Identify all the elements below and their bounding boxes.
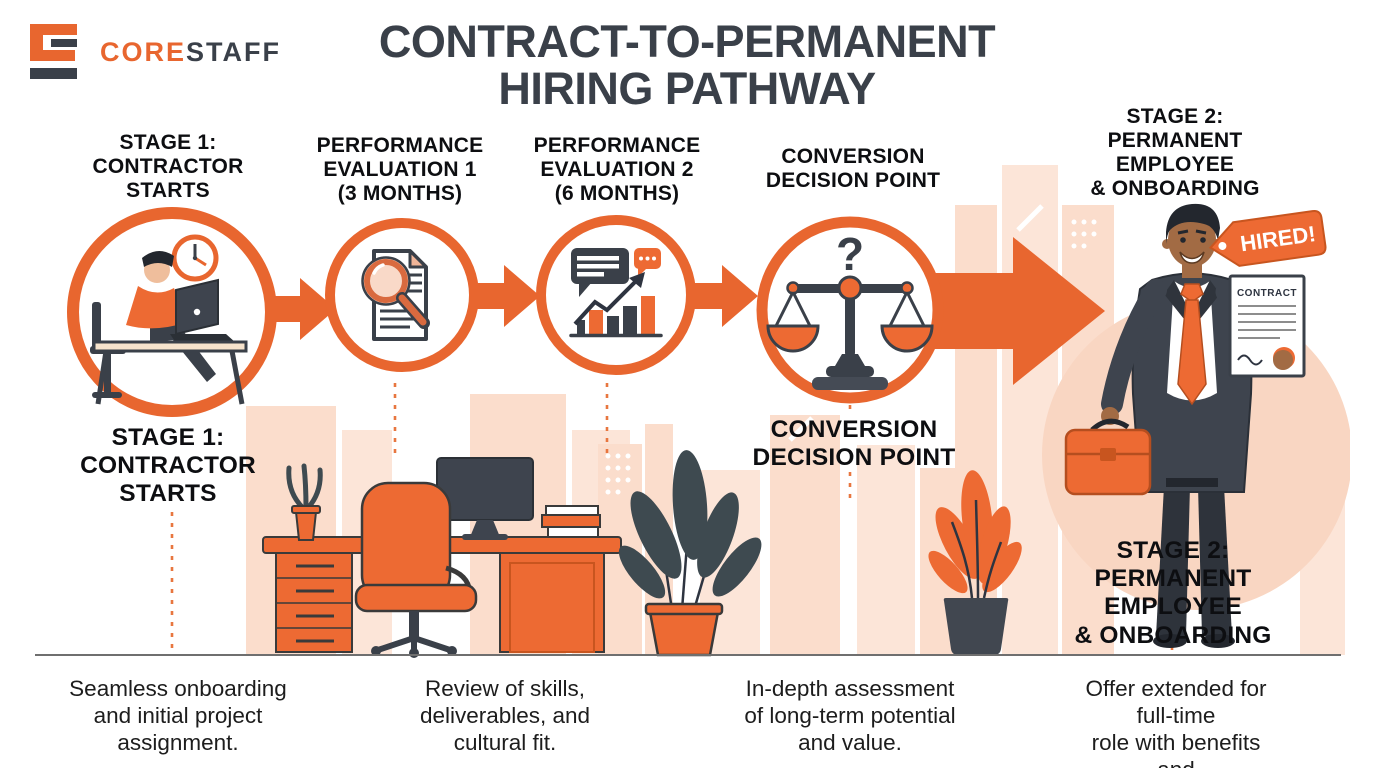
document-magnifier-icon [325, 218, 479, 372]
contractor-at-desk-icon [67, 207, 277, 417]
conversion-mid-label: CONVERSION DECISION POINT [752, 416, 956, 472]
conversion-description: In-depth assessment of long-term potenti… [744, 676, 956, 755]
flow-arrow-icon [694, 265, 758, 327]
stage1-mid-label: STAGE 1: CONTRACTOR STARTS [80, 424, 256, 508]
stage2-description: Offer extended for full-time role with b… [1085, 676, 1267, 768]
chat-bubbles [571, 248, 661, 297]
corestaff-logo: CORESTAFF [30, 24, 281, 80]
desk [262, 536, 622, 653]
conversion-top-label: CONVERSION DECISION POINT [765, 145, 941, 193]
books-stack [541, 505, 601, 538]
question-mark: ? [836, 228, 864, 280]
office-chair [354, 481, 478, 658]
floor-plant-dark-icon [618, 450, 762, 657]
title-line-2: HIRING PATHWAY [498, 63, 876, 115]
stage1-description: Seamless onboarding and initial project … [69, 676, 287, 755]
logo-text-core: CORE [100, 36, 187, 67]
tie [1177, 283, 1207, 406]
stage1-top-label: STAGE 1: CONTRACTOR STARTS [92, 131, 244, 203]
logo-wordmark: CORESTAFF [100, 37, 281, 68]
eval1-top-label: PERFORMANCE EVALUATION 1 (3 MONTHS) [316, 134, 484, 206]
floor-plant-orange-icon [928, 470, 1022, 655]
flow-arrow-icon [272, 278, 336, 340]
balance-scale-icon: ? [756, 216, 944, 404]
eval1-description: Review of skills, deliverables, and cult… [419, 676, 591, 755]
stage2-top-label: STAGE 2: PERMANENT EMPLOYEE & ONBOARDING [1090, 105, 1260, 201]
flow-arrow-icon [476, 265, 540, 327]
page-title: CONTRACT-TO-PERMANENT HIRING PATHWAY [378, 16, 996, 115]
briefcase-icon [1064, 418, 1152, 496]
clock-icon [171, 234, 219, 282]
feedback-growth-chart-icon [536, 215, 696, 375]
hired-tag: HIRED! [1209, 209, 1327, 267]
desk-plant-icon [286, 463, 323, 541]
eval2-top-label: PERFORMANCE EVALUATION 2 (6 MONTHS) [533, 134, 701, 206]
title-line-1: CONTRACT-TO-PERMANENT [378, 16, 996, 67]
big-flow-arrow-icon [925, 237, 1105, 385]
corestaff-logo-icon [30, 24, 77, 79]
stage2-mid-label: STAGE 2: PERMANENT EMPLOYEE & ONBOARDING [1074, 537, 1272, 649]
hired-employee-illustration: CONTRACT HIRED! [1042, 203, 1350, 648]
contract-title: CONTRACT [1237, 288, 1297, 299]
bar-chart [569, 272, 663, 338]
logo-text-staff: STAFF [186, 36, 281, 67]
